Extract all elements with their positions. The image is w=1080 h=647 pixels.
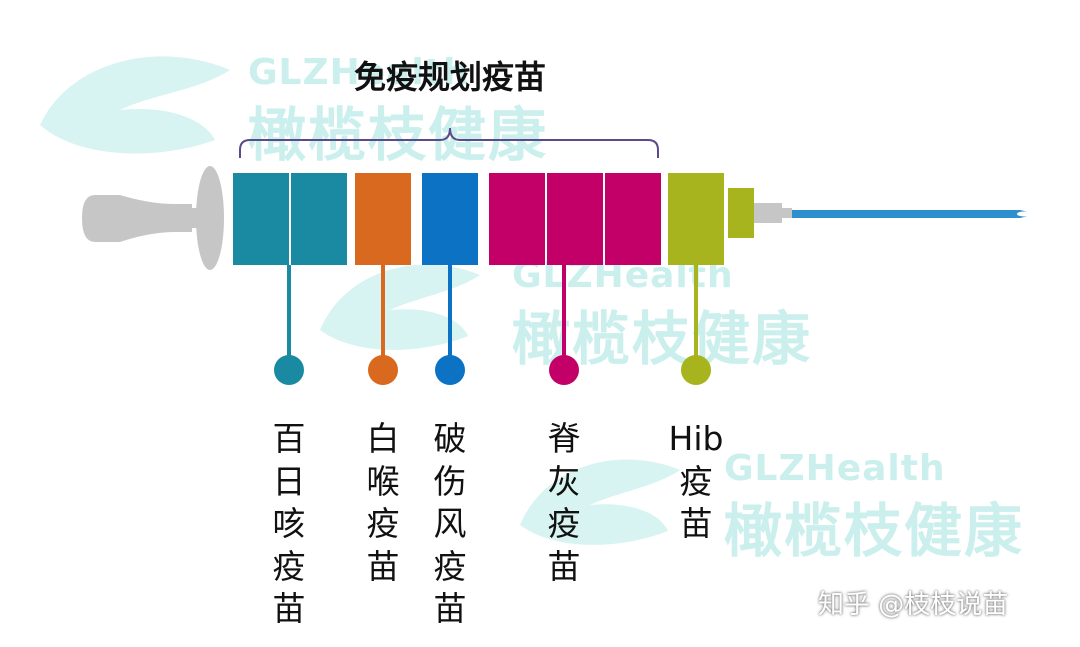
watermark-logo-2 [320, 264, 480, 350]
vaccine-label-line: 疫 [679, 461, 713, 501]
connector-stem-1 [381, 265, 385, 370]
segment-1-0 [355, 173, 411, 265]
segment-3-0 [489, 173, 545, 265]
vaccine-label-line: 风 [433, 504, 467, 543]
vaccine-label-line: 脊 [547, 419, 581, 458]
vaccine-label-line: 疫 [433, 546, 467, 586]
segment-4-0 [668, 173, 724, 265]
needle [792, 210, 1030, 218]
connector-stem-2 [448, 265, 452, 370]
watermark-en-1: GLZHealth [248, 52, 470, 93]
vaccine-label-3: 脊灰疫苗 [534, 418, 594, 588]
vaccine-label-line: 日 [272, 461, 306, 501]
author-credit: 知乎 @枝枝说苗 [818, 590, 1009, 620]
vaccine-label-line: 苗 [679, 504, 713, 543]
vaccine-label-line: 伤 [433, 461, 467, 501]
segment-0-1 [291, 173, 347, 265]
segment-3-2 [605, 173, 661, 265]
plunger-flange [196, 166, 224, 270]
vaccine-label-line: 苗 [366, 546, 400, 586]
vaccine-label-line: 苗 [433, 589, 467, 628]
needle-collar-tip [782, 208, 792, 218]
connector-dot-3 [549, 355, 579, 385]
watermark-logo-1 [40, 56, 230, 154]
segment-2-0 [422, 173, 478, 265]
vaccine-label-0: 百日咳疫苗 [259, 418, 319, 631]
vaccine-label-1: 白喉疫苗 [353, 418, 413, 588]
needle-bevel [1017, 211, 1031, 217]
segment-0-0 [233, 173, 289, 265]
connector-stem-0 [287, 265, 291, 370]
vaccine-label-line: Hib [668, 419, 724, 458]
watermark-logo-3 [520, 459, 680, 545]
segment-3-1 [547, 173, 603, 265]
connector-stem-3 [562, 265, 566, 370]
needle-hub [728, 188, 754, 238]
needle-collar [754, 203, 782, 223]
plunger-thumb [82, 195, 192, 242]
vaccine-label-line: 喉 [366, 461, 400, 501]
connector-dot-2 [435, 355, 465, 385]
vaccine-label-line: 疫 [366, 504, 400, 543]
connector-dot-4 [681, 355, 711, 385]
vaccine-label-2: 破伤风疫苗 [420, 418, 480, 631]
vaccine-label-line: 苗 [272, 589, 306, 628]
vaccine-label-line: 疫 [547, 504, 581, 543]
vaccine-label-line: 灰 [547, 461, 581, 501]
vaccine-label-line: 破 [433, 419, 467, 458]
watermark-cn-1: 橄榄枝健康 [248, 101, 549, 169]
group-brace [239, 127, 659, 158]
vaccine-label-line: 咳 [272, 504, 306, 543]
connector-stem-4 [694, 265, 698, 370]
watermark-en-3: GLZHealth [724, 448, 946, 489]
vaccine-label-line: 苗 [547, 546, 581, 586]
vaccine-label-line: 白 [366, 419, 400, 458]
vaccine-label-line: 百 [272, 419, 306, 458]
connector-dot-1 [368, 355, 398, 385]
watermark-cn-3: 橄榄枝健康 [724, 497, 1025, 565]
connector-dot-0 [274, 355, 304, 385]
diagram-title: 免疫规划疫苗 [353, 58, 546, 96]
vaccine-connectors [274, 265, 711, 385]
vaccine-label-line: 疫 [272, 546, 306, 586]
barrel-segments [233, 173, 724, 265]
